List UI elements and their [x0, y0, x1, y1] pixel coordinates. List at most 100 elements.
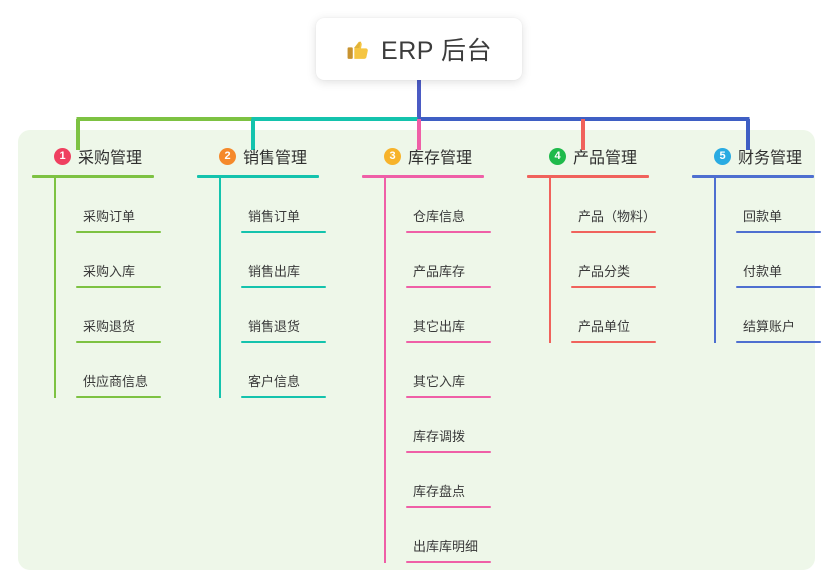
leaf-item-underline — [571, 231, 656, 233]
leaf-item-label: 结算账户 — [743, 319, 796, 334]
column-badge-5: 5 — [714, 147, 731, 165]
leaf-item-label: 库存盘点 — [413, 484, 466, 499]
leaf-item[interactable]: 供应商信息 — [76, 343, 161, 398]
column-badge-2: 2 — [219, 147, 236, 165]
column-spine-5 — [714, 178, 716, 343]
leaf-item-underline — [76, 396, 161, 398]
leaf-item[interactable]: 销售订单 — [241, 178, 326, 233]
leaf-item-label: 出库库明细 — [413, 539, 479, 554]
column-items-5: 回款单付款单结算账户 — [692, 178, 821, 343]
leaf-item-label: 仓库信息 — [413, 209, 466, 224]
column-header-2[interactable]: 2 销售管理 — [197, 143, 319, 169]
content-panel — [18, 130, 815, 570]
leaf-item[interactable]: 其它出库 — [406, 288, 491, 343]
leaf-item-underline — [241, 341, 326, 343]
leaf-item[interactable]: 产品库存 — [406, 233, 491, 288]
column-header-4[interactable]: 4 产品管理 — [527, 143, 656, 169]
leaf-item[interactable]: 回款单 — [736, 178, 821, 233]
leaf-item-underline — [241, 396, 326, 398]
leaf-item[interactable]: 产品（物料） — [571, 178, 656, 233]
leaf-item-underline — [76, 231, 161, 233]
leaf-item-underline — [406, 451, 491, 453]
leaf-item-label: 销售退货 — [248, 319, 301, 334]
leaf-item-label: 销售出库 — [248, 264, 301, 279]
column-badge-4: 4 — [549, 147, 566, 165]
leaf-item-label: 产品分类 — [578, 264, 631, 279]
column-items-2: 销售订单销售出库销售退货客户信息 — [197, 178, 326, 398]
column-badge-1: 1 — [54, 147, 71, 165]
column-underline-1 — [32, 175, 154, 178]
leaf-item-underline — [241, 231, 326, 233]
column-header-1[interactable]: 1 采购管理 — [32, 143, 154, 169]
leaf-item-underline — [571, 341, 656, 343]
column-header-5[interactable]: 5 财务管理 — [692, 143, 814, 169]
root-node-erp-backend[interactable]: ERP 后台 — [316, 18, 522, 80]
leaf-item-underline — [406, 286, 491, 288]
leaf-item-underline — [241, 286, 326, 288]
column-1: 1 采购管理采购订单采购入库采购退货供应商信息 — [32, 143, 161, 398]
column-spine-3 — [384, 178, 386, 563]
column-underline-2 — [197, 175, 319, 178]
column-2: 2 销售管理销售订单销售出库销售退货客户信息 — [197, 143, 326, 398]
leaf-item-underline — [571, 286, 656, 288]
leaf-item[interactable]: 库存盘点 — [406, 453, 491, 508]
column-5: 5 财务管理回款单付款单结算账户 — [692, 143, 821, 343]
column-spine-4 — [549, 178, 551, 343]
leaf-item-label: 库存调拨 — [413, 429, 466, 444]
column-items-3: 仓库信息产品库存其它出库其它入库库存调拨库存盘点出库库明细 — [362, 178, 491, 563]
column-spine-1 — [54, 178, 56, 398]
leaf-item[interactable]: 采购订单 — [76, 178, 161, 233]
column-spine-2 — [219, 178, 221, 398]
leaf-item[interactable]: 出库库明细 — [406, 508, 491, 563]
leaf-item-label: 其它出库 — [413, 319, 466, 334]
leaf-item-label: 供应商信息 — [83, 374, 149, 389]
leaf-item[interactable]: 产品单位 — [571, 288, 656, 343]
column-title-3: 库存管理 — [408, 150, 473, 167]
leaf-item[interactable]: 结算账户 — [736, 288, 821, 343]
leaf-item-label: 客户信息 — [248, 374, 301, 389]
leaf-item[interactable]: 采购退货 — [76, 288, 161, 343]
leaf-item[interactable]: 其它入库 — [406, 343, 491, 398]
column-title-2: 销售管理 — [243, 150, 308, 167]
leaf-item-underline — [406, 396, 491, 398]
column-title-4: 产品管理 — [573, 150, 638, 167]
column-underline-4 — [527, 175, 649, 178]
leaf-item[interactable]: 库存调拨 — [406, 398, 491, 453]
leaf-item-label: 回款单 — [743, 209, 783, 224]
column-underline-3 — [362, 175, 484, 178]
leaf-item[interactable]: 采购入库 — [76, 233, 161, 288]
thumbs-up-icon — [347, 41, 368, 59]
column-title-5: 财务管理 — [738, 150, 803, 167]
leaf-item-underline — [736, 231, 821, 233]
leaf-item-label: 其它入库 — [413, 374, 466, 389]
leaf-item-label: 付款单 — [743, 264, 783, 279]
leaf-item-underline — [406, 231, 491, 233]
leaf-item[interactable]: 客户信息 — [241, 343, 326, 398]
column-4: 4 产品管理产品（物料） 产品分类产品单位 — [527, 143, 656, 343]
leaf-item-underline — [406, 341, 491, 343]
leaf-item-underline — [76, 286, 161, 288]
root-node-title: ERP 后台 — [381, 37, 492, 65]
leaf-item-label: 产品（物料） — [578, 209, 657, 224]
column-items-4: 产品（物料） 产品分类产品单位 — [527, 178, 656, 343]
leaf-item-underline — [736, 341, 821, 343]
leaf-item[interactable]: 仓库信息 — [406, 178, 491, 233]
leaf-item-label: 采购入库 — [83, 264, 136, 279]
column-title-1: 采购管理 — [78, 150, 143, 167]
leaf-item-label: 采购订单 — [83, 209, 136, 224]
leaf-item-label: 产品库存 — [413, 264, 466, 279]
leaf-item[interactable]: 产品分类 — [571, 233, 656, 288]
leaf-item-label: 销售订单 — [248, 209, 301, 224]
column-underline-5 — [692, 175, 814, 178]
leaf-item-underline — [406, 561, 491, 563]
leaf-item[interactable]: 销售退货 — [241, 288, 326, 343]
leaf-item-underline — [736, 286, 821, 288]
leaf-item-label: 产品单位 — [578, 319, 631, 334]
leaf-item-label: 采购退货 — [83, 319, 136, 334]
leaf-item-underline — [406, 506, 491, 508]
leaf-item[interactable]: 销售出库 — [241, 233, 326, 288]
leaf-item[interactable]: 付款单 — [736, 233, 821, 288]
